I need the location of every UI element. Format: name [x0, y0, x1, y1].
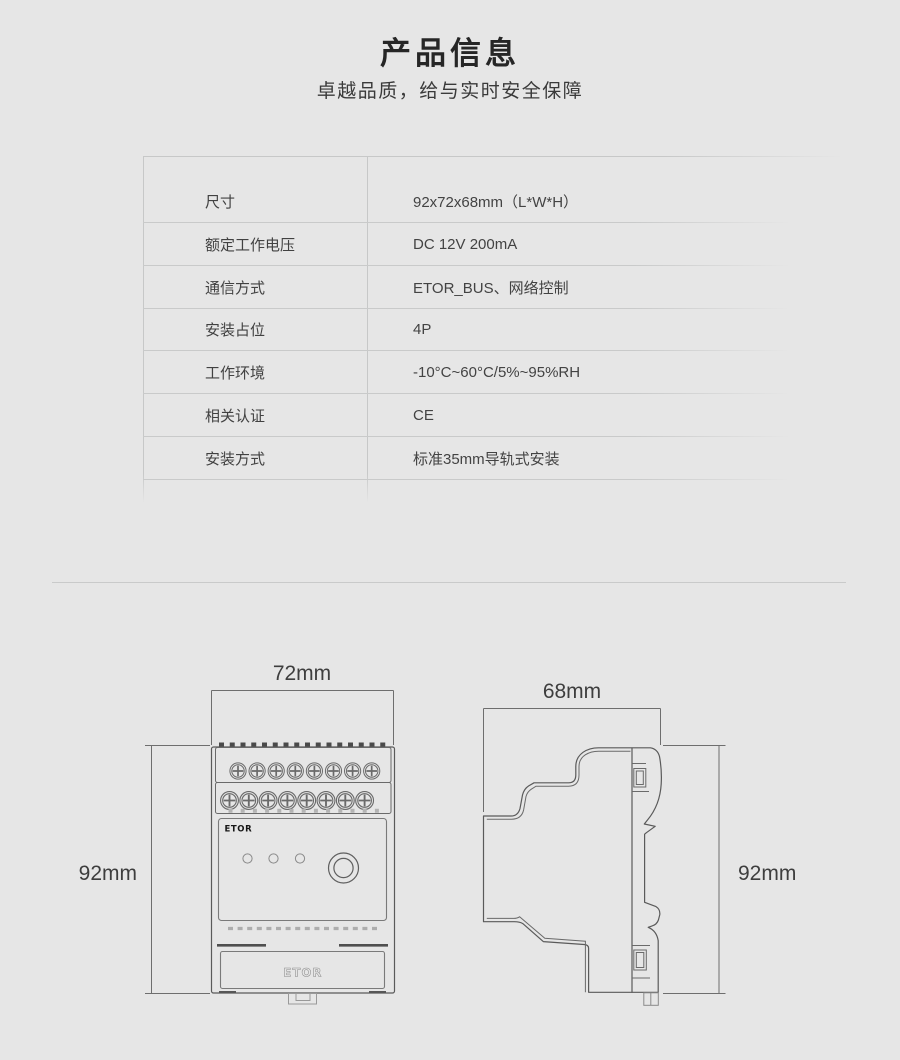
spec-label: 额定工作电压 — [205, 236, 296, 254]
technical-drawings: 72mm 92mm — [79, 662, 796, 1006]
row-border — [143, 307, 803, 309]
spec-label: 安装占位 — [205, 322, 266, 340]
row-border — [143, 264, 803, 266]
page-subtitle: 卓越品质，给与实时安全保障 — [316, 81, 584, 102]
terminal-row-2 — [215, 782, 392, 814]
spec-label: 安装方式 — [205, 450, 266, 468]
side-profile-inner-top — [486, 750, 631, 820]
table-left-border — [143, 156, 144, 503]
front-device-outline — [210, 746, 396, 994]
side-height-label: 92mm — [738, 862, 796, 885]
table-row: 相关认证 CE — [143, 394, 845, 437]
row-border — [143, 222, 803, 223]
spec-value: DC 12V 200mA — [413, 235, 518, 253]
row-border — [143, 435, 803, 437]
side-lower-slot — [632, 945, 650, 979]
side-profile-inner-bottom — [486, 916, 586, 993]
front-panel — [217, 817, 388, 922]
spec-value: -10°C~60°C/5%~95%RH — [413, 364, 581, 382]
front-view-drawing: 72mm 92mm — [79, 662, 396, 1005]
table-row: 工作环境 -10°C~60°C/5%~95%RH — [143, 351, 845, 395]
row-border — [143, 478, 803, 480]
spec-value: CE — [413, 407, 434, 425]
front-din-clip — [288, 993, 317, 1005]
table-row: 安装方式 标准35mm导轨式安装 — [143, 437, 845, 480]
table-row: 安装占位 4P — [143, 309, 845, 352]
side-upper-slot — [632, 763, 649, 792]
side-depth-label: 68mm — [543, 680, 601, 703]
etor-logo-top: ETOR — [225, 825, 253, 835]
spec-label: 相关认证 — [205, 408, 266, 426]
table-row: 通信方式 ETOR_BUS、网络控制 — [143, 266, 845, 309]
terminal-screws-row-2 — [219, 790, 375, 811]
spec-value: 92x72x68mm（L*W*H） — [413, 193, 579, 211]
terminal-screws-row-1 — [229, 762, 381, 780]
terminal-row-1 — [215, 747, 392, 783]
bottom-cover — [219, 950, 386, 990]
page-title: 产品信息 — [380, 36, 520, 71]
side-view-drawing: 68mm 92mm — [482, 680, 796, 1006]
table-top-border — [143, 156, 845, 157]
front-button — [327, 852, 360, 884]
side-height-dimension — [663, 745, 726, 994]
row-border — [143, 393, 803, 395]
front-width-label: 72mm — [273, 662, 331, 685]
front-height-label: 92mm — [79, 862, 137, 885]
side-profile-outline — [482, 747, 662, 993]
side-depth-dimension — [483, 708, 661, 812]
led-indicators — [242, 853, 306, 864]
front-width-dimension — [211, 690, 394, 745]
spec-label: 工作环境 — [205, 365, 266, 383]
side-din-clip — [643, 992, 659, 1006]
front-height-dimension — [145, 745, 210, 994]
spec-table: 尺寸 92x72x68mm（L*W*H） 额定工作电压 DC 12V 200mA… — [143, 156, 845, 503]
etor-logo-bottom: ETOR — [283, 966, 322, 980]
table-row: 尺寸 92x72x68mm（L*W*H） — [143, 156, 845, 223]
spec-label: 尺寸 — [205, 193, 236, 211]
section-divider — [52, 582, 846, 583]
spec-label: 通信方式 — [205, 279, 266, 297]
spec-value: 4P — [413, 321, 432, 339]
table-column-divider — [367, 156, 368, 503]
row-border — [143, 350, 803, 352]
table-row: 额定工作电压 DC 12V 200mA — [143, 223, 845, 266]
spec-value: ETOR_BUS、网络控制 — [413, 279, 569, 297]
spec-value: 标准35mm导轨式安装 — [413, 450, 560, 468]
